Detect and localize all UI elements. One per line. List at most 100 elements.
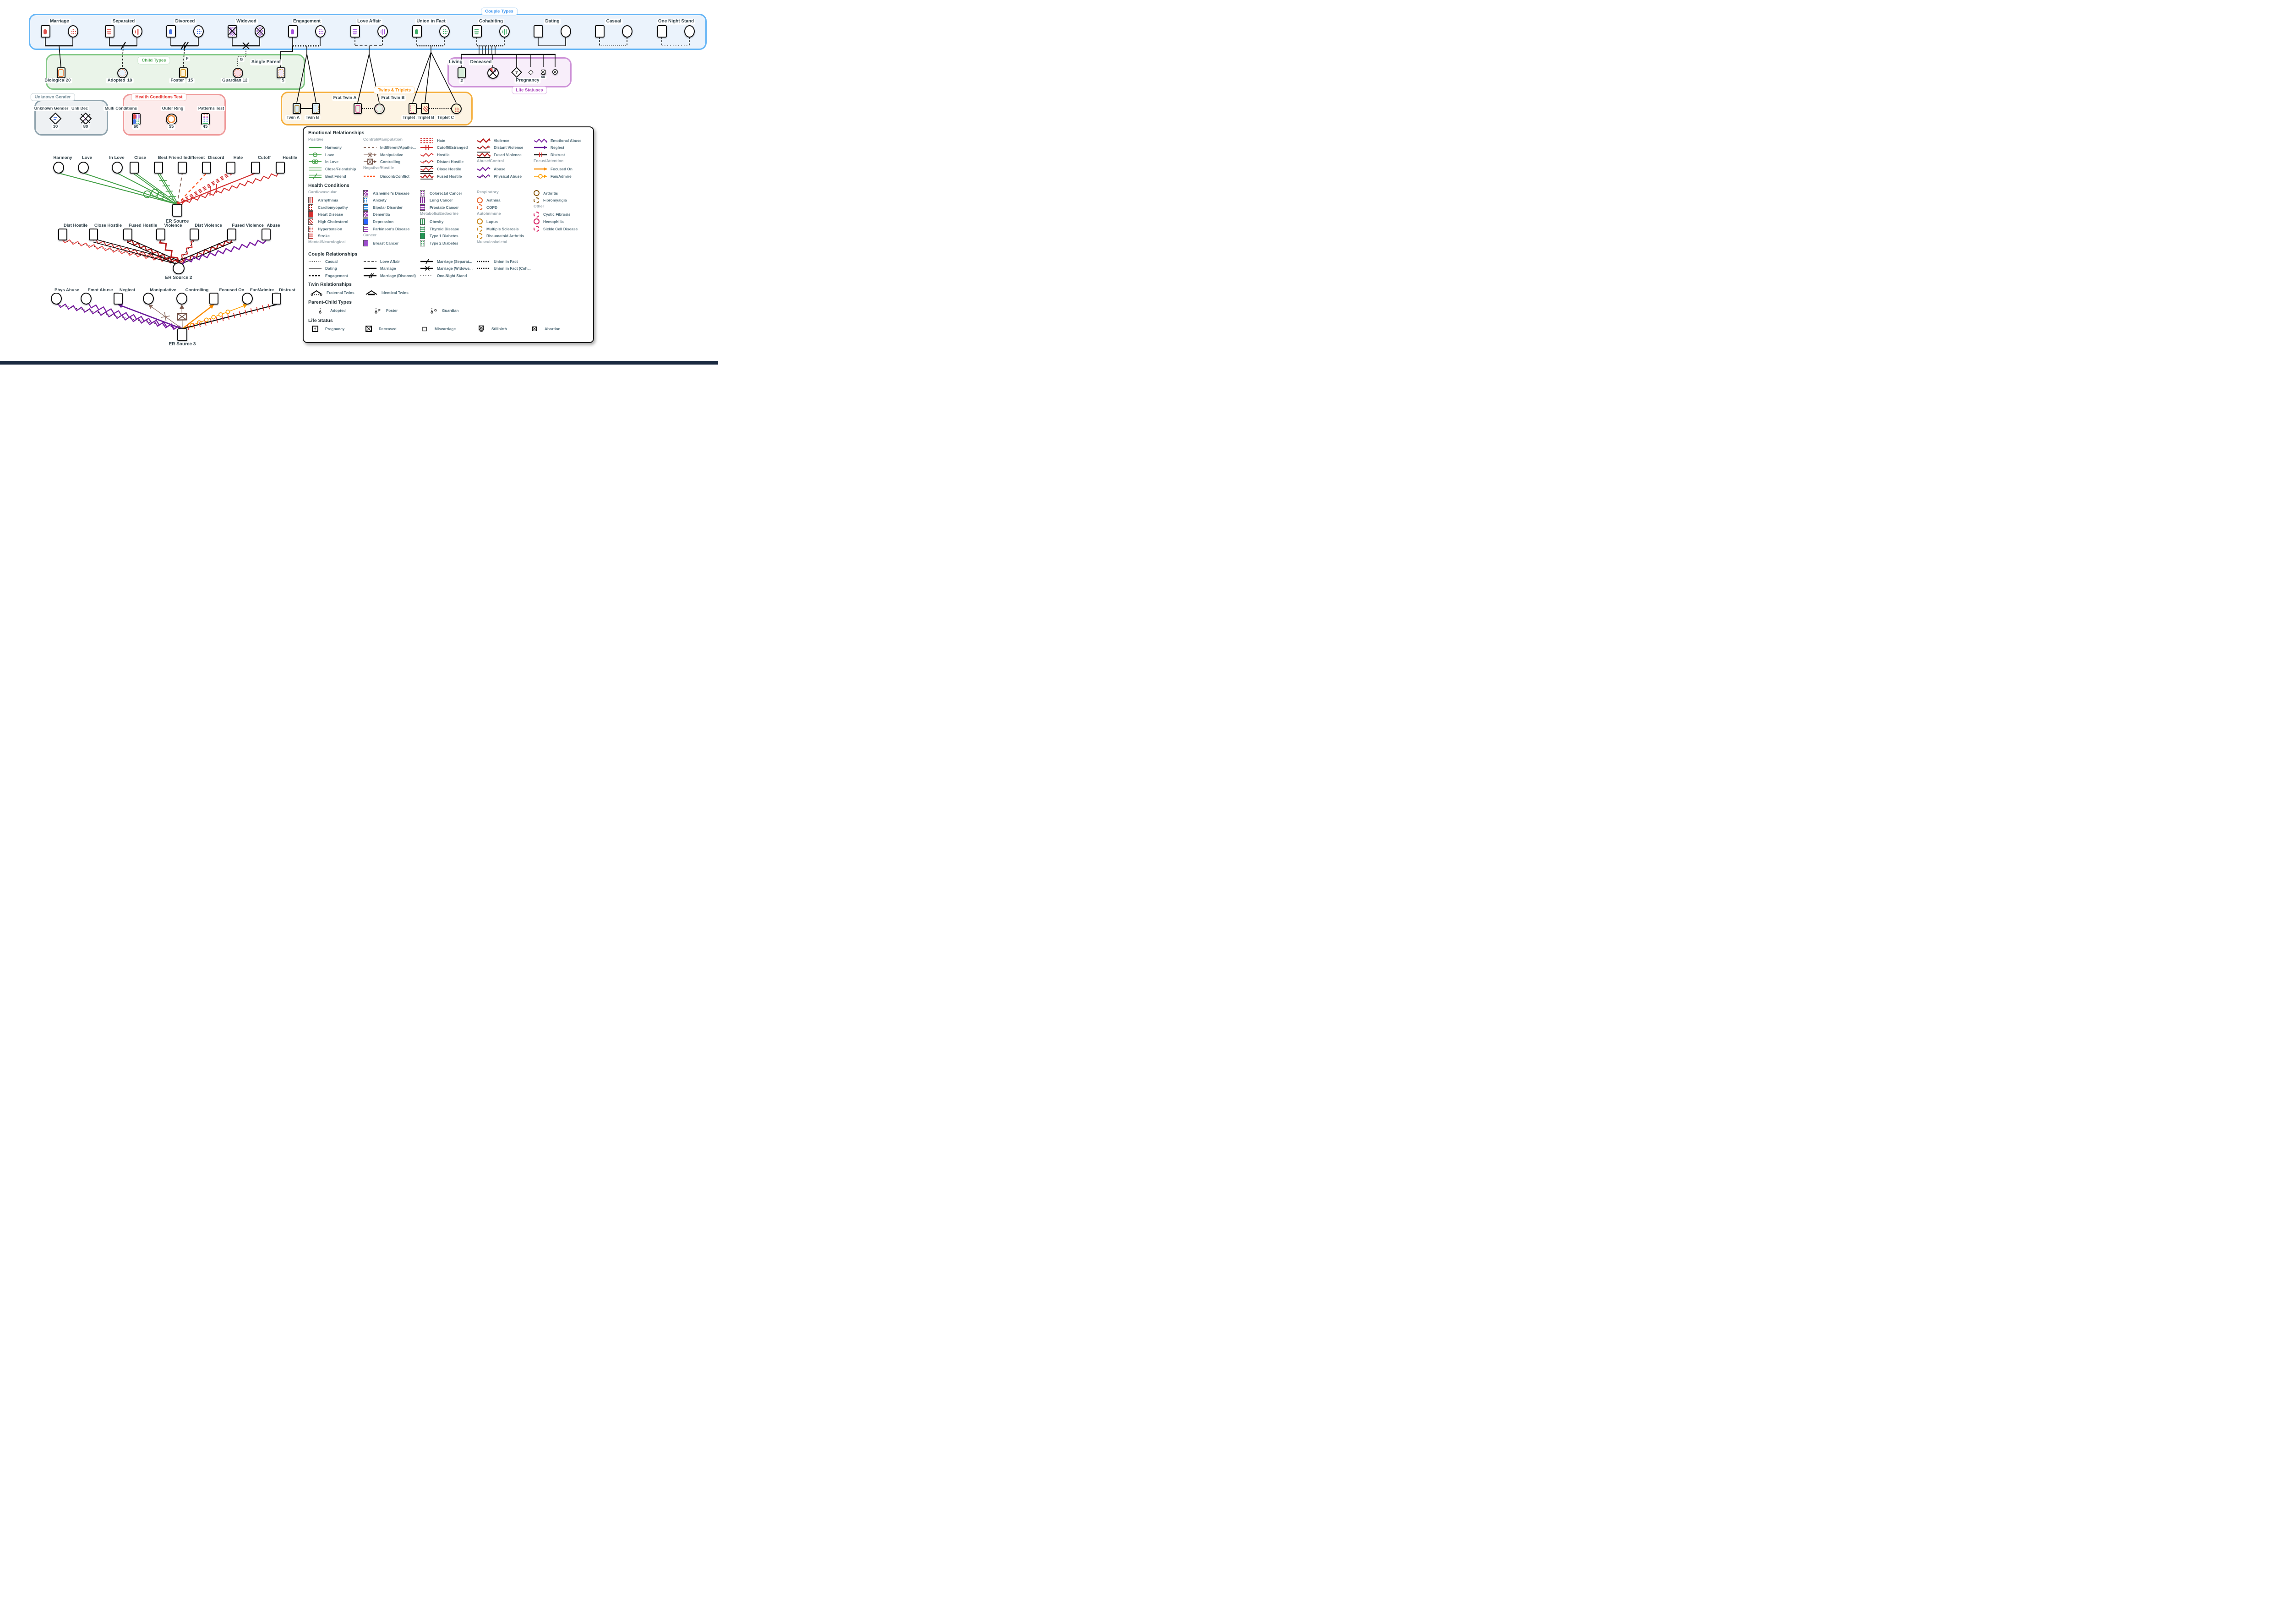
er3-target-phys-abuse[interactable] — [51, 293, 62, 305]
er1-target-hostile[interactable] — [276, 162, 285, 174]
guardian-icon: G — [425, 307, 440, 314]
person-union-in-fact-male[interactable] — [412, 25, 422, 38]
child-biological[interactable] — [56, 67, 65, 78]
person-widowed-male[interactable] — [227, 25, 237, 38]
person-one-night-stand-male[interactable] — [657, 25, 667, 38]
living-square[interactable] — [458, 67, 466, 78]
legend-item-thyroid-disease: Thyroid Disease — [420, 225, 459, 232]
legend-item-marriage-widowe: Marriage (Widowe... — [420, 265, 473, 272]
er1-label-discord: Discord — [207, 155, 226, 161]
ring-icon — [477, 218, 484, 225]
triplet-a-square[interactable] — [409, 103, 417, 114]
outer-ring-circle[interactable] — [165, 113, 177, 125]
legend-item-label: Type 1 Diabetes — [430, 234, 458, 239]
ring-icon — [477, 226, 484, 232]
person-cohabiting-female[interactable] — [499, 25, 510, 38]
pattern-fill — [256, 27, 263, 36]
er1-label-cutoff: Cutoff — [256, 155, 272, 161]
couple-label-engagement: Engagement — [291, 18, 322, 25]
er3-target-manipulative[interactable] — [143, 293, 154, 305]
er2-target-fused-hostile[interactable] — [123, 229, 132, 240]
er2-target-violence[interactable] — [156, 229, 165, 240]
legend-subheader-abuse-control: Abuse/Control — [477, 158, 504, 163]
er1-target-hate[interactable] — [226, 162, 235, 174]
legend-item-label: Indifferent/Apathe... — [380, 145, 416, 150]
legend-item-label: Controlling — [380, 159, 401, 164]
stillbirth-square[interactable] — [540, 69, 546, 75]
child-guardian[interactable] — [232, 67, 243, 78]
deceased-circle[interactable] — [487, 67, 499, 79]
person-love-affair-male[interactable] — [350, 25, 360, 38]
person-divorced-male[interactable] — [166, 25, 176, 38]
child-adopted[interactable] — [117, 67, 128, 78]
er2-target-close-hostile[interactable] — [89, 229, 98, 240]
er2-target-dist-violence[interactable] — [190, 229, 199, 240]
person-love-affair-female[interactable] — [377, 25, 388, 38]
child-foster[interactable] — [179, 67, 188, 78]
er1-target-close[interactable] — [130, 162, 139, 174]
er1-target-cutoff[interactable] — [251, 162, 260, 174]
er1-target-best-friend[interactable] — [154, 162, 163, 174]
person-divorced-female[interactable] — [193, 25, 204, 38]
person-dating-female[interactable] — [560, 25, 571, 38]
genogram-canvas: Couple Types Child Types Life Statuses U… — [0, 0, 718, 365]
close-icon — [308, 166, 323, 172]
swatch-icon — [308, 211, 316, 218]
er1-target-discord[interactable] — [202, 162, 211, 174]
person-widowed-female[interactable] — [254, 25, 265, 38]
person-casual-female[interactable] — [622, 25, 632, 38]
person-engagement-female[interactable] — [315, 25, 326, 38]
condition-swatch — [363, 218, 368, 225]
er2-target-abuse[interactable] — [262, 229, 271, 240]
stillbirth-marker: SB — [540, 75, 547, 80]
person-engagement-male[interactable] — [288, 25, 298, 38]
person-separated-female[interactable] — [131, 25, 142, 38]
er-source-3-shape[interactable] — [177, 328, 187, 341]
couple-label-love-affair: Love Affair — [356, 18, 382, 25]
patterns-test-square[interactable] — [201, 113, 210, 125]
person-marriage-female[interactable] — [67, 25, 78, 38]
abortion-circle[interactable] — [552, 69, 558, 75]
er1-target-harmony[interactable] — [53, 162, 64, 174]
person-dating-male[interactable] — [533, 25, 543, 38]
er3-target-fan-admire[interactable] — [242, 293, 253, 305]
er3-target-controlling[interactable] — [176, 293, 187, 305]
person-union-in-fact-female[interactable] — [439, 25, 450, 38]
triplet-b-square[interactable] — [421, 103, 429, 114]
legend-item-adopted: Adopted — [313, 307, 346, 314]
er3-target-neglect[interactable] — [114, 293, 123, 305]
er-source-2-shape[interactable] — [173, 262, 185, 274]
swatch-icon — [420, 190, 427, 196]
er-source-1-shape[interactable] — [172, 203, 182, 217]
triplet-c-label: Triplet C — [436, 115, 456, 120]
person-casual-male[interactable] — [594, 25, 605, 38]
indifferent-icon — [363, 144, 378, 151]
twin-a-square[interactable] — [293, 103, 301, 114]
child-single-parent[interactable] — [276, 67, 285, 78]
er3-target-emot-abuse[interactable] — [81, 293, 92, 305]
person-one-night-stand-female[interactable] — [684, 25, 695, 38]
couple-label-divorced: Divorced — [174, 18, 196, 25]
frat-twin-a-square[interactable] — [354, 103, 362, 114]
frat-twin-b-circle[interactable] — [374, 103, 385, 114]
er2-target-fused-violence[interactable] — [227, 229, 236, 240]
twin-b-square[interactable] — [312, 103, 320, 114]
er3-target-distrust[interactable] — [272, 293, 281, 305]
triplet-c-circle[interactable] — [451, 103, 462, 114]
er1-target-in-love[interactable] — [112, 162, 123, 174]
legend-panel — [303, 126, 594, 343]
er2-target-dist-hostile[interactable] — [58, 229, 67, 240]
person-separated-male[interactable] — [104, 25, 114, 38]
condition-swatch — [363, 204, 368, 211]
twins-triplets-badge: Twins & Triplets — [373, 86, 415, 94]
er3-target-focused-on[interactable] — [209, 293, 218, 305]
er1-target-love[interactable] — [78, 162, 89, 174]
multi-conditions-square[interactable] — [131, 113, 141, 125]
legend-item-label: Abuse — [494, 166, 506, 171]
twin-b-label: Twin B — [304, 115, 321, 120]
legend-item-parkinson-s-disease: Parkinson's Disease — [363, 225, 409, 232]
er1-target-indifferent[interactable] — [178, 162, 187, 174]
person-marriage-male[interactable] — [40, 25, 50, 38]
swatch-icon — [420, 218, 427, 225]
person-cohabiting-male[interactable] — [472, 25, 482, 38]
